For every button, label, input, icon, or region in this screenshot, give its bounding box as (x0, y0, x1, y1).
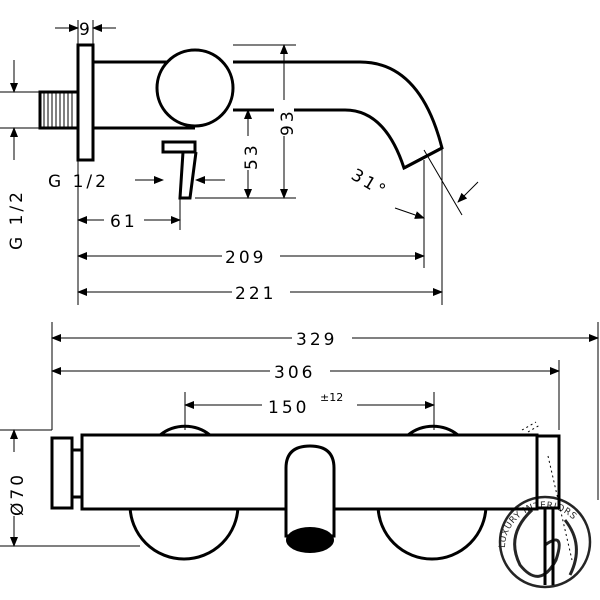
side-view: 9 G 1/2 G 1/2 53 93 (0, 20, 479, 305)
spout-side (233, 60, 444, 171)
dim-g12-horizontal-label: G 1/2 (48, 172, 109, 192)
dim-9-label: 9 (79, 20, 93, 40)
wall-plate (76, 43, 95, 162)
dim-150-tolerance: ±12 (320, 391, 343, 404)
dim-93: 93 (233, 44, 298, 199)
dim-209-label: 209 (225, 248, 266, 268)
dim-306: 306 (51, 360, 560, 430)
escutcheon-right (376, 504, 488, 561)
dim-93-label: 93 (278, 108, 298, 136)
lever (161, 140, 198, 200)
dim-221: 221 (77, 281, 443, 304)
dim-61-label: 61 (110, 212, 138, 232)
dim-221-label: 221 (235, 284, 276, 304)
dim-9: 9 (55, 20, 116, 45)
threaded-inlet (38, 90, 80, 130)
right-lever (535, 434, 561, 510)
dim-209: 209 (77, 245, 425, 268)
dim-150-label: 150 (268, 398, 309, 418)
escutcheon-left (128, 504, 240, 561)
dim-329: 329 (51, 322, 599, 500)
spout-outlet (286, 527, 334, 553)
spout-front (284, 444, 336, 553)
dim-306-label: 306 (274, 363, 315, 383)
left-end-cap (50, 436, 74, 510)
dim-150: 150 ±12 (184, 390, 435, 430)
dim-329-label: 329 (296, 330, 337, 350)
dim-g12-vertical-label: G 1/2 (7, 189, 27, 250)
front-view: 329 306 150 ±12 (0, 322, 599, 589)
dim-53: 53 (195, 109, 262, 199)
dim-61: 61 (77, 160, 181, 305)
dim-53-label: 53 (242, 142, 262, 170)
dim-angle-31: 31° (347, 148, 479, 305)
dim-angle-31-label: 31° (347, 165, 391, 202)
dim-g12-horizontal: G 1/2 (48, 172, 225, 192)
dim-g12-vertical: G 1/2 (0, 60, 40, 250)
mixer-knob (155, 48, 235, 128)
dim-diam70-label: Ø70 (8, 472, 28, 516)
dim-diam70: Ø70 (0, 429, 140, 547)
